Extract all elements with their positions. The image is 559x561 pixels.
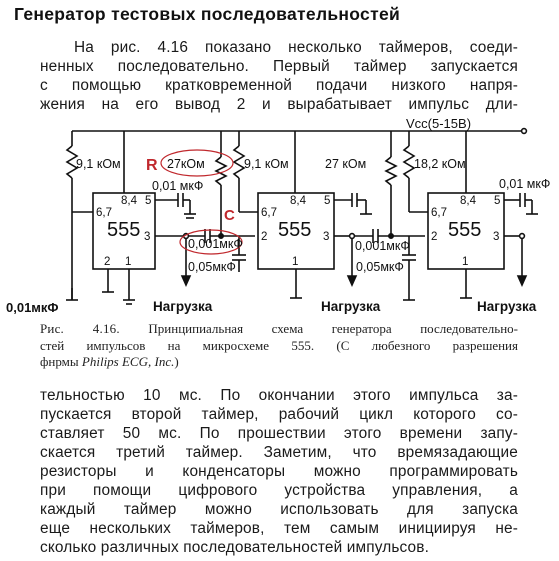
text-line: каждый таймер можно использовать для зап…	[40, 501, 518, 518]
annotation-c: C	[224, 207, 235, 224]
resistor-label: 27 кОм	[325, 157, 366, 171]
caption-text: )	[174, 354, 179, 369]
highlight-capacitor-ellipse	[179, 229, 243, 255]
pin-label: 6,7	[261, 207, 277, 219]
pin-label: 5	[324, 195, 330, 207]
caption-figure-number: Рис. 4.16.	[40, 321, 120, 336]
caption-text: Принципиальная схема генератора последов…	[148, 321, 518, 336]
annotation-r: R	[146, 157, 158, 174]
resistor-label: 18,2 кОм	[414, 157, 466, 171]
pin-label: 2	[104, 256, 110, 268]
text-line: сколько различных последовательностей им…	[40, 539, 430, 556]
capacitor-label: 0,01 мкФ	[499, 177, 550, 191]
text-line: тельностью 10 мс. По окончании этого имп…	[40, 387, 518, 404]
text-line: при помощи цифрового устройства управлен…	[40, 482, 518, 499]
text-line: еще нескольких таймеров, тем самым иници…	[40, 520, 518, 537]
caption-text: стей импульсов на микросхеме 555. (С люб…	[40, 337, 518, 353]
text-line: жения на его вывод 2 и вырабатывает импу…	[40, 96, 518, 113]
pin-label: 6,7	[96, 207, 112, 219]
capacitor-label: 0,01 мкФ	[152, 179, 203, 193]
pin-label: 3	[144, 231, 150, 243]
caption-brand: Philips ECG, Inc.	[81, 354, 175, 369]
text-line: с помощью кратковременной подачи низкого…	[40, 77, 518, 94]
text-line: пускается второй таймер, рабочий цикл ко…	[40, 406, 518, 423]
pin-label: 3	[323, 231, 329, 243]
resistor-label: 9,1 кОм	[76, 157, 121, 171]
text-line: ненных последовательно. Первый таймер за…	[40, 58, 518, 75]
capacitor-label: 0,001мкФ	[188, 237, 243, 251]
supply-voltage-label: Vcc(5-15В)	[406, 116, 471, 131]
capacitor-label: 0,05мкФ	[188, 260, 236, 274]
pin-label: 5	[145, 195, 151, 207]
pin-label: 5	[494, 195, 500, 207]
paragraph-continued: тельностью 10 мс. По окончании этого имп…	[40, 386, 518, 556]
pin-label: 8,4	[460, 195, 477, 207]
capacitor-label: 0,001мкФ	[355, 239, 410, 253]
text-line: На рис. 4.16 показано несколько таймеров…	[74, 39, 518, 56]
caption-text: фнрмы	[40, 354, 79, 369]
pin-label: 8,4	[121, 195, 138, 207]
resistor-label: 27кОм	[167, 157, 205, 171]
chip-555-label: 555	[448, 219, 481, 241]
pin-label: 6,7	[431, 207, 447, 219]
text-line: ставляет 50 мс. По прошествии этого врем…	[40, 425, 518, 442]
pin-label: 1	[292, 256, 298, 268]
load-label: Нагрузка	[477, 299, 537, 314]
text-line: резисторы и конденсаторы можно программи…	[40, 463, 518, 480]
capacitor-label: 0,01мкФ	[6, 300, 59, 315]
pin-label: 2	[431, 231, 437, 243]
capacitor-label: 0,05мкФ	[356, 260, 404, 274]
load-label: Нагрузка	[153, 299, 213, 314]
circuit-schematic: Vcc(5-15В) 9,1 кОм 27кОм 9,1 кОм 27 кОм …	[6, 116, 550, 315]
highlight-resistor-ellipse	[160, 149, 234, 177]
pin-label: 8,4	[290, 195, 307, 207]
load-label: Нагрузка	[321, 299, 381, 314]
section-heading: Генератор тестовых последовательностей	[14, 4, 401, 24]
pin-label: 1	[125, 256, 131, 268]
chip-555-label: 555	[107, 219, 140, 241]
pin-label: 3	[493, 231, 499, 243]
figure-caption: Рис. 4.16. Принципиальная схема генерато…	[40, 321, 518, 371]
paragraph-intro: На рис. 4.16 показано несколько таймеров…	[40, 38, 518, 134]
pin-label: 2	[261, 231, 267, 243]
chip-555-label: 555	[278, 219, 311, 241]
text-line: скается третий таймер. Заметим, что врем…	[40, 444, 518, 461]
resistor-label: 9,1 кОм	[244, 157, 289, 171]
pin-label: 1	[462, 256, 468, 268]
